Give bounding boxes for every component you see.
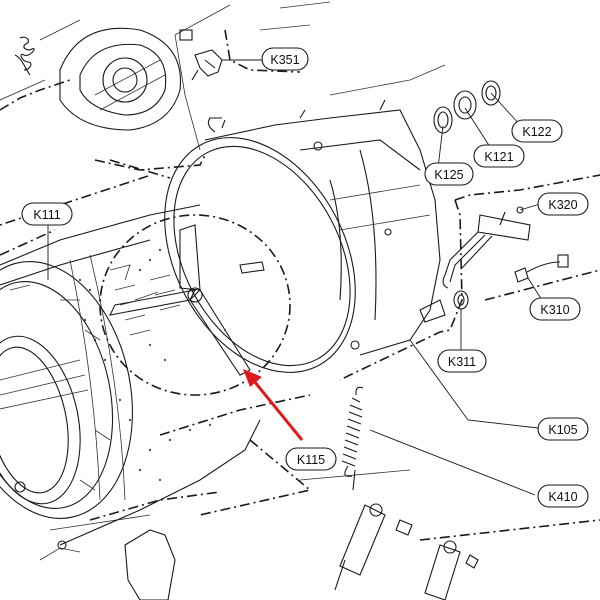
- k115-indicator-arrow: [243, 369, 304, 441]
- callout-k311-label: K311: [448, 355, 476, 369]
- callout-k125: K125: [424, 162, 474, 186]
- callout-k121-label: K121: [484, 150, 513, 164]
- bearing-k121-icon: [453, 90, 477, 120]
- callout-k115-label: K115: [297, 453, 325, 467]
- door-ring-part: [0, 261, 133, 550]
- bottom-panel-part: [39, 529, 176, 600]
- callout-k410-label: K410: [548, 490, 577, 504]
- callout-k351: K351: [261, 47, 309, 71]
- outer-tub-k105: [164, 99, 446, 373]
- callout-k115: K115: [285, 447, 337, 471]
- heater-k320-icon: [442, 206, 531, 289]
- callout-k320-label: K320: [548, 198, 577, 212]
- drum-rear-k115: [99, 214, 291, 396]
- callout-k311: K311: [437, 349, 487, 373]
- callout-k111: K111: [21, 202, 73, 226]
- callout-k320: K320: [537, 192, 589, 216]
- gasket-k311-icon: [453, 290, 469, 310]
- callout-k125-label: K125: [434, 168, 463, 182]
- callout-k105-label: K105: [548, 423, 577, 437]
- callout-k310: K310: [529, 297, 581, 321]
- callout-k121: K121: [473, 144, 525, 168]
- shock-absorber-left-icon: [334, 503, 413, 591]
- callout-k310-label: K310: [540, 303, 569, 317]
- callout-k122: K122: [511, 119, 563, 143]
- callout-k122-label: K122: [522, 125, 551, 139]
- assembly-lines: [0, 1, 446, 531]
- sensor-k310-icon: [514, 254, 569, 283]
- inner-drum-k111: [0, 204, 261, 546]
- assembly-outlines: [0, 29, 600, 541]
- bracket-k351-icon: [191, 49, 223, 81]
- callout-k111-label: K111: [33, 208, 60, 222]
- spring-k410-icon: [341, 386, 364, 491]
- callout-k351-label: K351: [270, 53, 299, 67]
- seal-k122-icon: [481, 80, 501, 106]
- tub-front-part: [59, 27, 193, 131]
- leader-lines: [47, 59, 546, 496]
- spring-top-left-icon: [14, 36, 35, 76]
- callout-k410: K410: [537, 484, 589, 508]
- callout-k105: K105: [537, 417, 589, 441]
- shock-absorber-right-icon: [424, 540, 479, 600]
